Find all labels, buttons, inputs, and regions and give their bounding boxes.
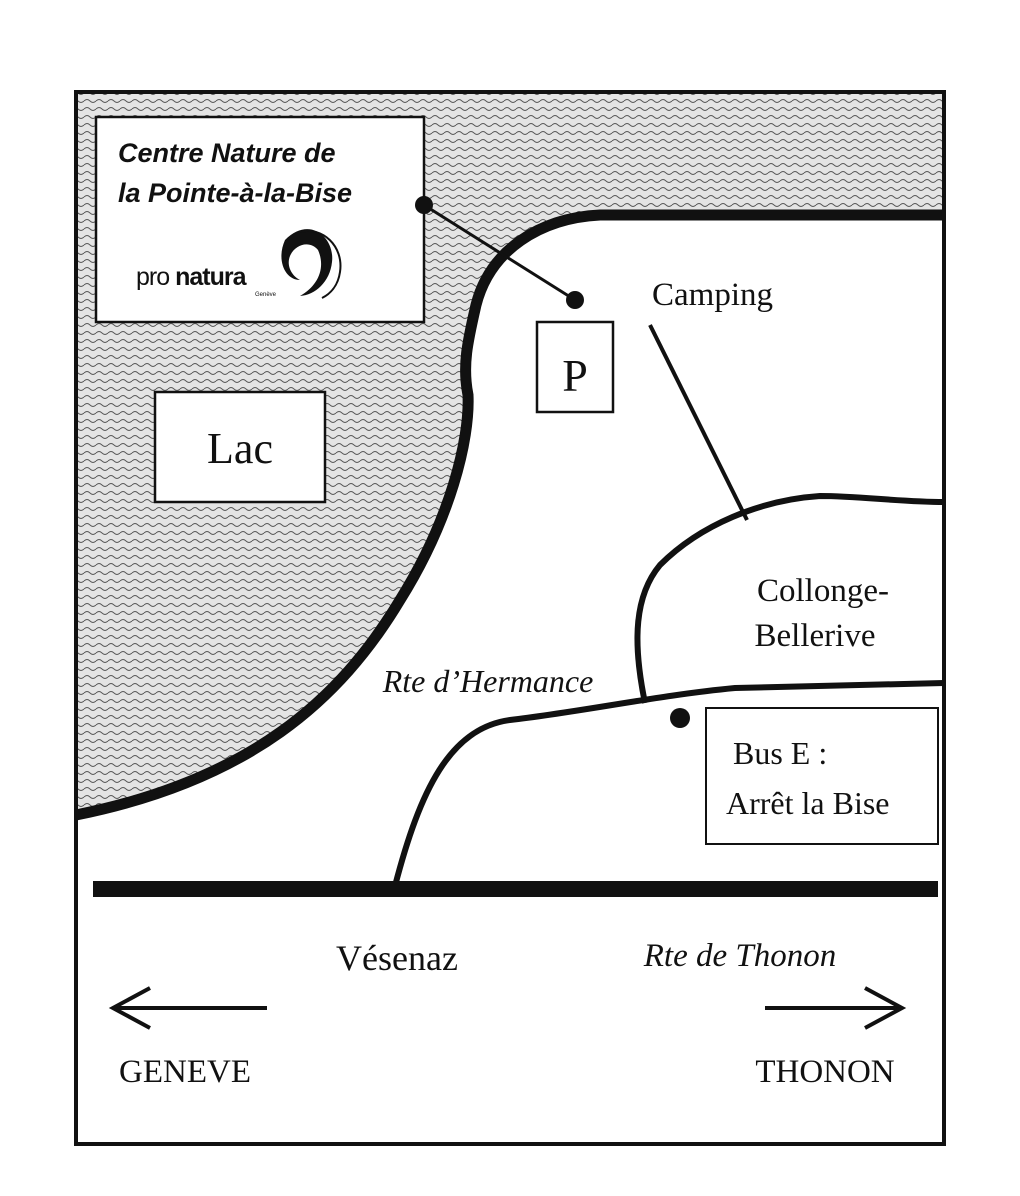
- shoreline: [74, 209, 944, 821]
- collonge-label-line1: Collonge-: [757, 573, 889, 609]
- location-dot-icon: [566, 291, 584, 309]
- bus-stop-dot-icon: [670, 708, 690, 728]
- camping-label: Camping: [652, 277, 773, 313]
- rte-hermance-road: [392, 680, 945, 887]
- pro-natura-logo: pro natura Genève: [136, 229, 342, 299]
- bus-label-line1: Bus E :: [733, 735, 827, 771]
- parking-box: [535, 320, 615, 414]
- lake-label: Lac: [207, 424, 273, 473]
- right-arrow-icon: [765, 986, 907, 1030]
- map-frame: [74, 90, 946, 1146]
- collonge-label-line2: Bellerive: [755, 618, 876, 654]
- centre-title-line1: Centre Nature de: [118, 138, 336, 168]
- svg-text:pro natura: pro natura: [136, 263, 248, 291]
- lake-label-box: [153, 390, 327, 504]
- camping-road: [648, 324, 749, 521]
- bus-stop-box: [705, 707, 939, 845]
- connector-line: [423, 203, 576, 302]
- geneve-label: GENEVE: [119, 1054, 251, 1090]
- left-arrow-icon: [108, 986, 267, 1030]
- centre-nature-box: [94, 115, 426, 324]
- vesenaz-label: Vésenaz: [336, 938, 458, 978]
- rte-thonon-road: [93, 881, 938, 897]
- parking-label: P: [562, 350, 588, 401]
- logo-swirl-icon: [281, 229, 333, 296]
- rte-hermance-label: Rte d’Hermance: [382, 663, 594, 699]
- location-dot-icon: [415, 196, 433, 214]
- centre-title-line2: la Pointe-à-la-Bise: [118, 178, 352, 208]
- rte-thonon-label: Rte de Thonon: [643, 938, 836, 974]
- bus-label-line2: Arrêt la Bise: [726, 785, 890, 821]
- logo-text-bold: natura: [175, 263, 248, 291]
- logo-text-light: pro: [136, 263, 175, 291]
- collonge-road: [634, 492, 945, 704]
- logo-subtext: Genève: [255, 292, 277, 298]
- thonon-label: THONON: [755, 1054, 894, 1090]
